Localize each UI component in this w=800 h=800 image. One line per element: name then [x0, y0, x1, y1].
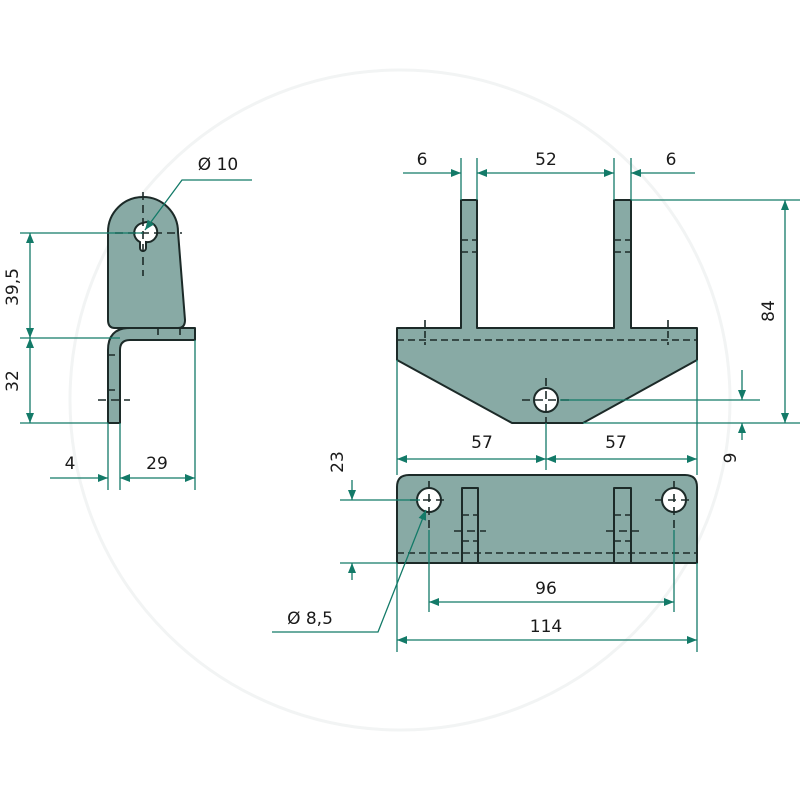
- dim-hole-8-5: Ø 8,5: [287, 609, 333, 629]
- front-view-dimensions: 6 52 6 84 9 57 57: [396, 150, 800, 475]
- side-view-dimensions: 39,5 32 4 29 Ø 10: [3, 155, 252, 490]
- dim-84: 84: [759, 300, 779, 322]
- dim-9: 9: [721, 453, 741, 464]
- dim-114: 114: [530, 617, 562, 637]
- dim-hole-10: Ø 10: [198, 155, 238, 175]
- slot-right: [613, 487, 632, 564]
- side-view-bracket: [107, 327, 196, 424]
- dim-32: 32: [3, 370, 23, 392]
- front-view: [396, 199, 698, 424]
- side-view: [98, 192, 196, 424]
- dim-52: 52: [535, 150, 557, 170]
- dim-57-left: 57: [471, 433, 493, 453]
- dim-6-right: 6: [666, 150, 677, 170]
- dim-4: 4: [65, 454, 76, 474]
- dim-57-right: 57: [605, 433, 627, 453]
- top-view: [396, 474, 698, 564]
- dim-29: 29: [146, 454, 168, 474]
- side-view-tab: [107, 196, 186, 329]
- dim-6-left: 6: [417, 150, 428, 170]
- dim-96: 96: [535, 579, 557, 599]
- dim-23: 23: [328, 451, 348, 473]
- top-view-dimensions: 23 96 114 Ø 8,5: [272, 451, 698, 652]
- dim-39-5: 39,5: [3, 268, 23, 306]
- top-view-body: [396, 474, 698, 564]
- slot-left: [461, 487, 479, 564]
